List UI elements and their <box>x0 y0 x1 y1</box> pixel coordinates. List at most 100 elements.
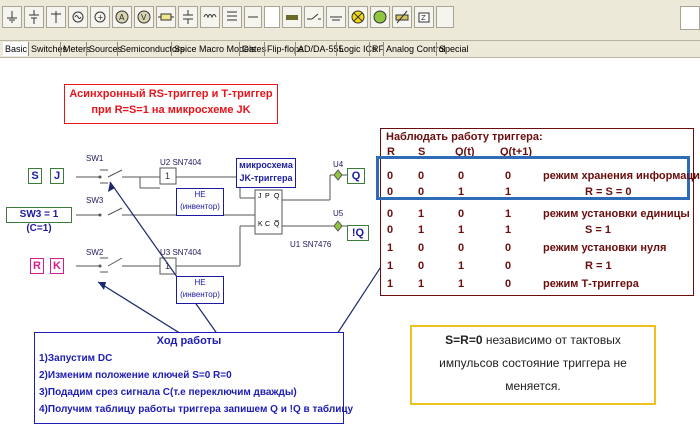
u3-label: U3 SN7404 <box>160 248 202 257</box>
jk-flipflop-u1 <box>254 189 283 235</box>
tab-sources[interactable]: Sources <box>86 42 124 56</box>
svg-text:V: V <box>141 13 147 22</box>
cell-s: 1 <box>418 208 425 220</box>
cell-qt: 1 <box>458 224 465 236</box>
cell-note: режим установки нуля <box>543 242 667 254</box>
tab-rf[interactable]: RF <box>369 42 386 56</box>
step-item: 4)Получим таблицу работы триггера запише… <box>39 404 354 415</box>
cell-qt: 0 <box>458 170 465 182</box>
highlight-frame <box>376 156 690 200</box>
sw3-label: SW3 <box>86 196 104 205</box>
chip-title-line-1: микросхема <box>239 160 293 170</box>
label-r: R <box>30 258 44 274</box>
arrowhead <box>108 182 115 192</box>
cell-qt: 1 <box>458 186 465 198</box>
svg-text:+: + <box>97 13 104 22</box>
title-box: Асинхронный RS-триггер и Т-триггер при R… <box>64 84 278 124</box>
header-qt: Q(t) <box>455 146 475 158</box>
resistor-icon[interactable] <box>156 6 176 28</box>
cell-qt: 1 <box>458 260 465 272</box>
cell-qt: 0 <box>458 208 465 220</box>
arrow-to-sw1 <box>109 181 231 353</box>
arrowhead <box>98 282 106 290</box>
cell-qt1: 1 <box>505 208 512 220</box>
cell-qt1: 0 <box>505 170 512 182</box>
ammeter-icon[interactable]: A <box>112 6 132 28</box>
inductor-icon[interactable] <box>200 6 220 28</box>
potentiometer-icon[interactable] <box>392 6 412 28</box>
capacitor-icon[interactable] <box>178 6 198 28</box>
cell-note: режим Т-триггера <box>543 278 639 290</box>
inverter-caption-sub: (инвентор) <box>180 202 220 211</box>
battery-icon[interactable] <box>24 6 44 28</box>
ac-source-icon[interactable] <box>68 6 88 28</box>
label-s: S <box>28 168 42 184</box>
ground-icon[interactable] <box>2 6 22 28</box>
tab-flip-flops[interactable]: Flip-flops <box>264 42 306 56</box>
note-line-2: импульсов состояние триггера не <box>439 356 627 370</box>
cell-note: режим хранения информации <box>543 170 700 182</box>
ff-pin-j: J <box>258 193 262 200</box>
label-q-output: Q <box>347 168 365 184</box>
more-icon[interactable] <box>436 6 454 28</box>
cell-note: режим установки единицы <box>543 208 690 220</box>
svg-text:Z: Z <box>421 14 426 22</box>
cell-s: 1 <box>418 224 425 236</box>
switch-icon[interactable] <box>304 6 324 28</box>
cell-r: 1 <box>387 278 394 290</box>
connector-icon[interactable] <box>244 6 262 28</box>
lamp-green-icon[interactable] <box>370 6 390 28</box>
inverter-caption-label-2: НЕ <box>194 278 206 287</box>
voltmeter-icon[interactable]: V <box>134 6 154 28</box>
vcc-icon[interactable] <box>46 6 66 28</box>
header-s: S <box>418 146 426 158</box>
variable-resistor-icon[interactable]: Z <box>414 6 434 28</box>
cell-qt1: 0 <box>505 260 512 272</box>
cell-r: 0 <box>387 208 394 220</box>
sw1-label: SW1 <box>86 154 104 163</box>
tab-semiconductors[interactable]: Semiconductors <box>117 42 187 56</box>
ff-pin-q: Q <box>274 193 280 200</box>
tab-analog-control[interactable]: Analog Control <box>383 42 448 56</box>
cell-note: R = 1 <box>585 260 612 272</box>
component-toolbar: + A V Z <box>0 0 700 41</box>
cell-qt: 0 <box>458 242 465 254</box>
ff-pin-p: P <box>265 193 270 200</box>
diode-icon[interactable] <box>282 6 302 28</box>
cell-s: 0 <box>418 170 425 182</box>
tab-basic[interactable]: Basic <box>3 42 30 56</box>
steps-title: Ход работы <box>156 335 222 347</box>
ground-plane-icon[interactable] <box>326 6 346 28</box>
note-rest: независимо от тактовых <box>482 333 621 347</box>
tab-gates[interactable]: Gates <box>239 42 268 56</box>
u1-label: U1 SN7476 <box>290 240 332 249</box>
sw2-lever <box>107 257 123 267</box>
tab-ad-da-555[interactable]: AD/DA-555 <box>295 42 346 56</box>
cell-s: 0 <box>418 186 425 198</box>
inverter-caption-label: НЕ <box>194 190 206 199</box>
chip-title-box: микросхема JK-триггера <box>236 158 296 188</box>
note-line-3: меняется. <box>505 379 561 393</box>
u4-label: U4 <box>333 160 344 169</box>
tab-spice-macro-models[interactable]: Spice Macro Models <box>171 42 258 56</box>
dc-source-icon[interactable]: + <box>90 6 110 28</box>
dropdown-field[interactable] <box>264 6 280 28</box>
cell-r: 0 <box>387 224 394 236</box>
tab-special[interactable]: Special <box>436 42 471 56</box>
lamp-icon[interactable] <box>348 6 368 28</box>
tab-logic-ics[interactable]: Logic ICs <box>336 42 379 56</box>
sw3-lever <box>107 207 123 216</box>
sw1-lever <box>107 169 123 178</box>
cell-qt: 1 <box>458 278 465 290</box>
steps-box: Ход работы 1)Запустим DC 2)Изменим полож… <box>34 332 353 424</box>
cell-note: S = 1 <box>585 224 611 236</box>
cell-r: 0 <box>387 170 394 182</box>
tab-meters[interactable]: Meters <box>60 42 93 56</box>
tab-switches[interactable]: Switches <box>28 42 69 56</box>
step-item: 1)Запустим DC <box>39 353 113 364</box>
header-qt1: Q(t+1) <box>500 146 533 158</box>
cell-qt1: 1 <box>505 186 512 198</box>
transformer-icon[interactable] <box>222 6 242 28</box>
label-sw3: SW3 = 1 (C=1) <box>6 207 72 234</box>
